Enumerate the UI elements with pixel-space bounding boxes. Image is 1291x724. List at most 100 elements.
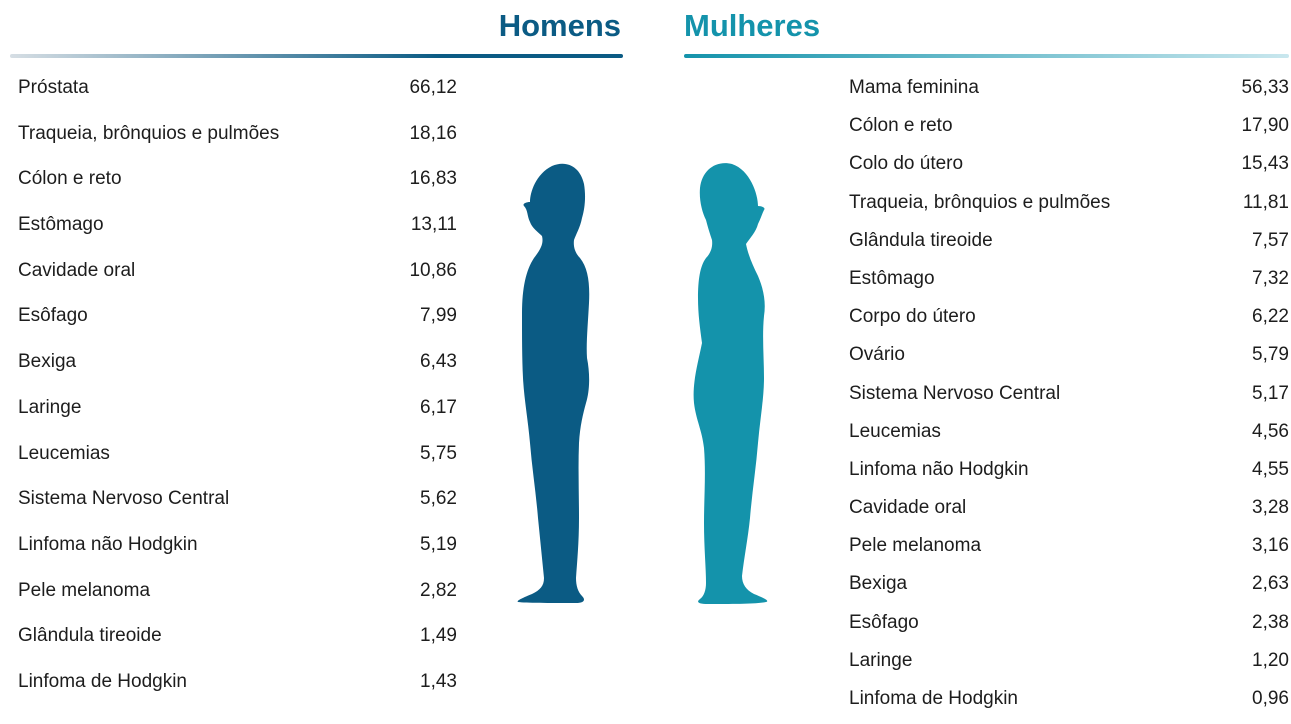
female-silhouette-shape: [693, 163, 768, 604]
men-cancer-label: Sistema Nervoso Central: [18, 488, 230, 510]
female-silhouette-icon: [693, 163, 768, 604]
men-row: Laringe 6,17: [18, 395, 457, 441]
women-cancer-label: Mama feminina: [849, 77, 979, 98]
men-cancer-label: Traqueia, brônquios e pulmões: [18, 122, 280, 144]
men-rate-value: 1,49: [420, 625, 457, 647]
women-rate-value: 1,20: [1252, 649, 1289, 671]
male-silhouette-shape: [517, 163, 590, 603]
women-row: Leucemias 4,56: [849, 419, 1289, 457]
women-cancer-label: Traqueia, brônquios e pulmões: [849, 191, 1111, 213]
men-cancer-label: Esôfago: [18, 305, 88, 327]
men-cancer-label: Cólon e reto: [18, 168, 122, 190]
men-rate-value: 5,19: [420, 533, 457, 555]
men-cancer-label: Linfoma de Hodgkin: [18, 670, 187, 692]
men-cancer-label: Próstata: [18, 77, 89, 98]
women-cancer-label: Cavidade oral: [849, 497, 967, 519]
women-row: Corpo do útero 6,22: [849, 304, 1289, 342]
men-title: Homens: [498, 8, 621, 43]
women-rate-value: 7,57: [1252, 229, 1289, 251]
women-row: Sistema Nervoso Central 5,17: [849, 381, 1289, 419]
men-row: Linfoma de Hodgkin 1,43: [18, 669, 457, 715]
women-rate-value: 5,17: [1252, 382, 1289, 404]
men-rate-value: 18,16: [409, 122, 457, 144]
women-cancer-label: Cólon e reto: [849, 115, 953, 137]
women-row: Cólon e reto 17,90: [849, 113, 1289, 151]
women-row: Esôfago 2,38: [849, 610, 1289, 648]
men-row: Leucemias 5,75: [18, 441, 457, 487]
men-cancer-label: Pele melanoma: [18, 579, 151, 601]
men-row: Cólon e reto 16,83: [18, 166, 457, 212]
men-cancer-label: Glândula tireoide: [18, 625, 162, 647]
men-rate-value: 16,83: [409, 168, 457, 190]
women-cancer-label: Esôfago: [849, 611, 919, 633]
women-cancer-label: Pele melanoma: [849, 535, 982, 557]
women-rate-value: 15,43: [1241, 153, 1289, 175]
women-cancer-label: Glândula tireoide: [849, 229, 993, 251]
men-rate-value: 5,75: [420, 442, 457, 464]
women-rate-value: 2,63: [1252, 573, 1289, 595]
men-row: Próstata 66,12: [18, 75, 457, 121]
men-row: Sistema Nervoso Central 5,62: [18, 486, 457, 532]
women-rate-value: 11,81: [1242, 191, 1289, 213]
women-cancer-label: Linfoma não Hodgkin: [849, 458, 1029, 480]
women-cancer-label: Ovário: [849, 344, 905, 366]
women-cancer-label: Bexiga: [849, 573, 908, 595]
women-rate-value: 17,90: [1241, 115, 1289, 137]
men-rate-value: 13,11: [410, 214, 457, 236]
women-rate-value: 3,28: [1252, 497, 1289, 519]
women-row: Linfoma de Hodgkin 0,96: [849, 686, 1289, 724]
men-row: Bexiga 6,43: [18, 349, 457, 395]
women-row: Mama feminina 56,33: [849, 75, 1289, 113]
women-cancer-label: Linfoma de Hodgkin: [849, 688, 1018, 709]
men-rate-value: 1,43: [420, 670, 457, 692]
women-cancer-label: Estômago: [849, 267, 935, 289]
women-rate-value: 4,55: [1252, 458, 1289, 480]
men-rate-value: 6,17: [420, 396, 457, 418]
women-rate-value: 56,33: [1241, 77, 1289, 98]
women-row: Cavidade oral 3,28: [849, 495, 1289, 533]
women-row: Ovário 5,79: [849, 342, 1289, 380]
women-cancer-label: Laringe: [849, 649, 913, 671]
women-row: Linfoma não Hodgkin 4,55: [849, 457, 1289, 495]
men-row: Pele melanoma 2,82: [18, 578, 457, 624]
women-row: Traqueia, brônquios e pulmões 11,81: [849, 190, 1289, 228]
women-rate-value: 4,56: [1252, 420, 1289, 442]
women-rate-value: 6,22: [1252, 306, 1289, 328]
men-rate-value: 5,62: [420, 488, 457, 510]
men-row: Traqueia, brônquios e pulmões 18,16: [18, 121, 457, 167]
men-divider: [10, 54, 623, 58]
men-row: Linfoma não Hodgkin 5,19: [18, 532, 457, 578]
women-row: Glândula tireoide 7,57: [849, 228, 1289, 266]
women-cancer-label: Leucemias: [849, 420, 941, 442]
male-silhouette-icon: [517, 163, 590, 603]
men-cancer-label: Laringe: [18, 396, 82, 418]
women-cancer-label: Colo do útero: [849, 153, 964, 175]
men-cancer-label: Leucemias: [18, 442, 110, 464]
men-rate-value: 66,12: [409, 77, 457, 98]
women-rate-value: 7,32: [1252, 267, 1289, 289]
women-rate-value: 5,79: [1252, 344, 1289, 366]
men-row: Cavidade oral 10,86: [18, 258, 457, 304]
women-row: Estômago 7,32: [849, 266, 1289, 304]
women-rate-value: 0,96: [1252, 688, 1289, 709]
women-rate-value: 2,38: [1252, 611, 1289, 633]
men-rate-value: 2,82: [420, 579, 457, 601]
women-title: Mulheres: [684, 8, 821, 43]
women-rate-value: 3,16: [1252, 535, 1289, 557]
men-rate-value: 6,43: [420, 351, 457, 373]
men-cancer-label: Bexiga: [18, 351, 77, 373]
men-row: Glândula tireoide 1,49: [18, 623, 457, 669]
women-cancer-label: Sistema Nervoso Central: [849, 382, 1061, 404]
men-rate-value: 7,99: [420, 305, 457, 327]
women-cancer-label: Corpo do útero: [849, 306, 976, 328]
women-row: Laringe 1,20: [849, 648, 1289, 686]
women-row: Colo do útero 15,43: [849, 151, 1289, 189]
men-rate-value: 10,86: [409, 259, 457, 281]
women-row: Bexiga 2,63: [849, 571, 1289, 609]
women-row: Pele melanoma 3,16: [849, 533, 1289, 571]
men-cancer-label: Cavidade oral: [18, 259, 136, 281]
men-cancer-label: Linfoma não Hodgkin: [18, 533, 198, 555]
